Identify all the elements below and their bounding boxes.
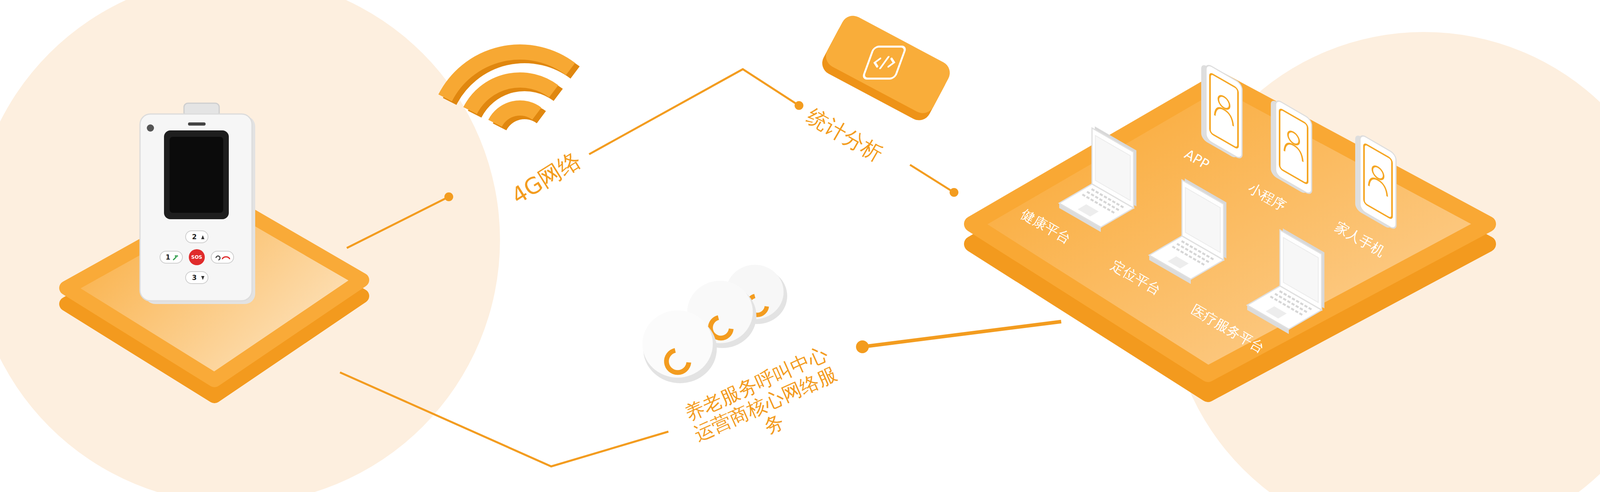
elder-phone-part [169, 136, 224, 213]
elder-phone-part [211, 251, 234, 264]
link-dot-part [949, 188, 959, 197]
elder-phone-part [201, 276, 205, 280]
laptop-icon-part [1059, 184, 1134, 228]
node-text: APP [1182, 146, 1212, 173]
node-text: 4G网络 [506, 146, 586, 210]
smartphone-icon-part [1275, 98, 1312, 196]
smartphone-icon-part [1210, 72, 1238, 149]
cloud-icon [642, 264, 788, 384]
link-line-part [910, 164, 952, 192]
key-label: 3 [192, 274, 197, 282]
code-box-part-part [862, 46, 906, 79]
cloud-icon-part-part [642, 310, 713, 378]
smartphone-icon [1355, 130, 1396, 233]
platform-label: 定位平台 [1106, 255, 1166, 300]
key-label: SOS [191, 254, 203, 260]
key-label: 1 [165, 254, 171, 261]
node-text: 家人手机 [1332, 218, 1388, 260]
elder-phone-part [173, 256, 178, 260]
wifi-icon [437, 34, 586, 144]
smartphone-icon-part [1279, 108, 1308, 185]
laptop-icon-part [1167, 256, 1189, 269]
wifi-icon-part [437, 34, 581, 140]
laptop-icon [1149, 178, 1227, 284]
code-box-part-part [873, 58, 880, 67]
laptop-icon-part [1077, 204, 1099, 217]
smartphone-icon-part [1368, 174, 1388, 197]
elder-phone-part [164, 130, 229, 220]
code-box-part-part [888, 58, 896, 67]
device-label: 家人手机 [1330, 217, 1390, 261]
device-label: APP [1180, 144, 1214, 174]
node-text: 医疗服务平台 [1188, 301, 1268, 356]
smartphone-icon-part [1214, 104, 1234, 127]
elder-phone-part [160, 251, 183, 264]
cloud-icon-part-part [666, 350, 689, 373]
elder-phone-part [140, 114, 252, 301]
platform-label: 医疗服务平台 [1186, 300, 1269, 358]
analytics-label: 统计分析 [801, 102, 889, 168]
node-text: 统计分析 [802, 104, 887, 167]
call-center-label: 养老服务呼叫中心 运营商核心网络服务 [674, 338, 856, 470]
key-label: 2 [192, 233, 197, 241]
link-line-part [346, 197, 448, 248]
background-circle [0, 0, 500, 492]
smartphone-icon-part [1364, 143, 1392, 220]
wifi-icon-part-part [437, 34, 571, 109]
code-box-part-part [880, 56, 889, 68]
elder-phone-part [222, 256, 230, 260]
node-text: 养老服务呼叫中心 运营商核心网络服务 [676, 340, 854, 468]
laptop-icon-part [1149, 236, 1224, 280]
smartphone-icon-part [1284, 140, 1303, 162]
code-box-part [862, 46, 906, 79]
link-dot-part [444, 192, 454, 202]
device-label: 小程序 [1244, 178, 1291, 216]
smartphone-icon-part [1360, 133, 1396, 231]
laptop-icon-part [1247, 286, 1322, 330]
node-text: 小程序 [1245, 180, 1289, 214]
connector-group [589, 69, 804, 155]
elder-phone-part [146, 124, 154, 132]
link-line-part [862, 321, 1062, 347]
code-box-part [821, 11, 954, 118]
elder-phone-part [185, 230, 208, 243]
smartphone-icon-part [1206, 63, 1242, 160]
network-label: 4G网络 [505, 145, 588, 211]
laptop-icon [1059, 126, 1137, 232]
elder-phone-part [188, 122, 206, 126]
elder-phone [140, 103, 256, 304]
node-text: 定位平台 [1108, 257, 1164, 298]
laptop-icon-part [1181, 241, 1215, 261]
terminal-devices [1059, 60, 1396, 334]
smartphone-icon [1201, 60, 1242, 163]
elder-phone-part [185, 271, 208, 284]
laptop-icon-part [1091, 189, 1125, 209]
link-dot-part [856, 340, 869, 354]
elder-phone-part [216, 256, 220, 260]
node-text: 健康平台 [1018, 206, 1074, 247]
wifi-icon-part-part [465, 68, 554, 118]
cloud-icon-part [642, 310, 717, 384]
elder-phone-part [188, 249, 205, 266]
laptop-icon-part [1265, 306, 1287, 319]
platform-label: 健康平台 [1016, 204, 1076, 248]
laptop-icon-part [1279, 291, 1313, 311]
link-line-part [340, 372, 669, 467]
connector [589, 69, 800, 155]
smartphone-icon [1270, 96, 1312, 198]
elder-phone-part [201, 235, 205, 240]
connector-dot [794, 101, 804, 110]
laptop-icon [1247, 228, 1325, 334]
wifi-icon-part-part [492, 102, 537, 127]
code-box [818, 11, 954, 125]
